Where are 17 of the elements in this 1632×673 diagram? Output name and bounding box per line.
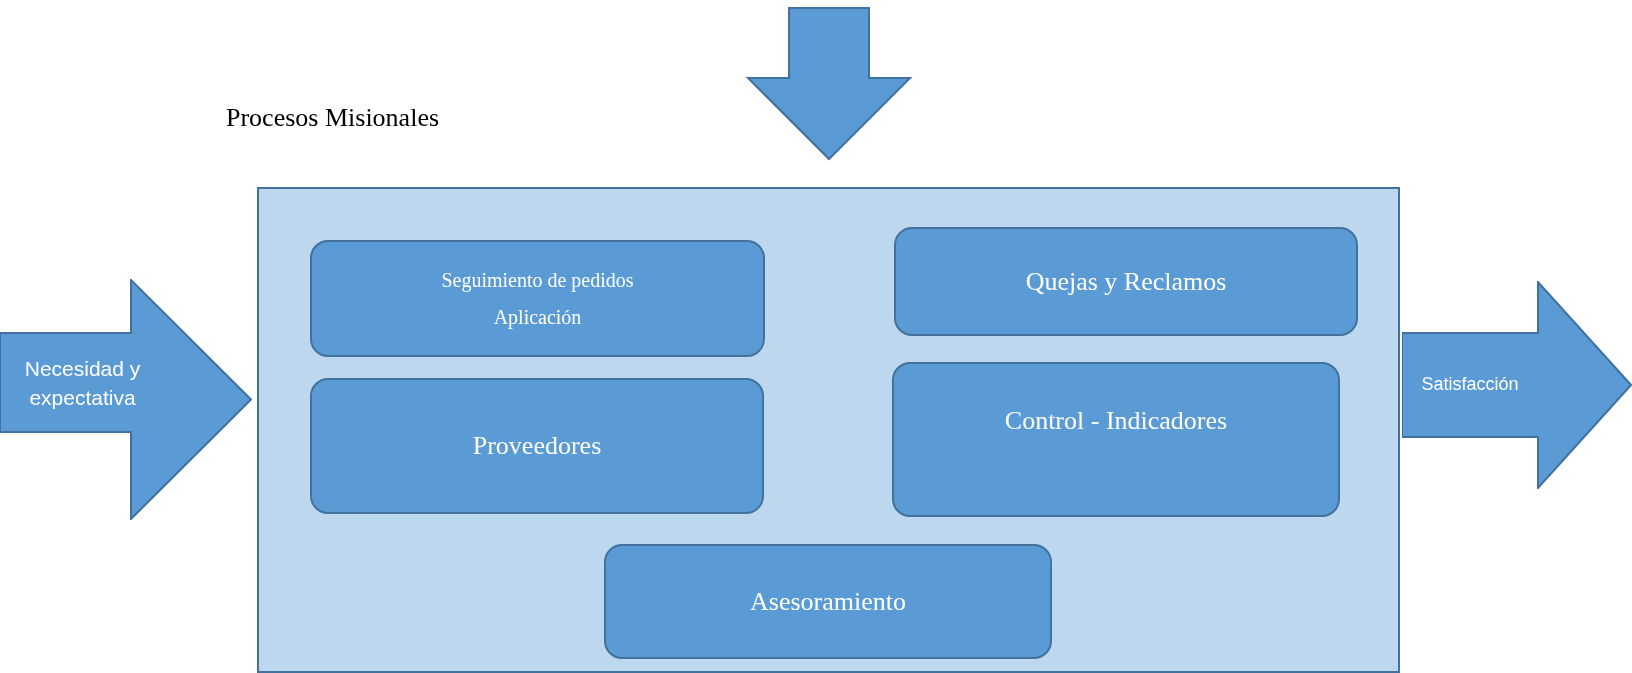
process-box xyxy=(310,240,765,357)
block-arrow xyxy=(1402,281,1632,489)
arrow-label: Necesidad y expectativa xyxy=(23,355,142,411)
block-arrow xyxy=(745,7,913,161)
block-arrow xyxy=(0,279,252,520)
panel-heading: Procesos Misionales xyxy=(226,103,440,133)
process-label: Aplicación xyxy=(493,305,582,329)
process-box xyxy=(310,378,764,514)
process-label: Asesoramiento xyxy=(750,586,906,617)
process-label: Quejas y Reclamos xyxy=(1025,266,1227,297)
process-label: Proveedores xyxy=(472,431,602,461)
process-box xyxy=(892,362,1340,517)
arrow-label: Satisfacción xyxy=(1420,373,1520,397)
process-box xyxy=(894,227,1358,336)
process-label: Control - Indicadores xyxy=(1004,405,1228,436)
process-label: Seguimiento de pedidos xyxy=(441,268,634,292)
process-box xyxy=(604,544,1052,659)
